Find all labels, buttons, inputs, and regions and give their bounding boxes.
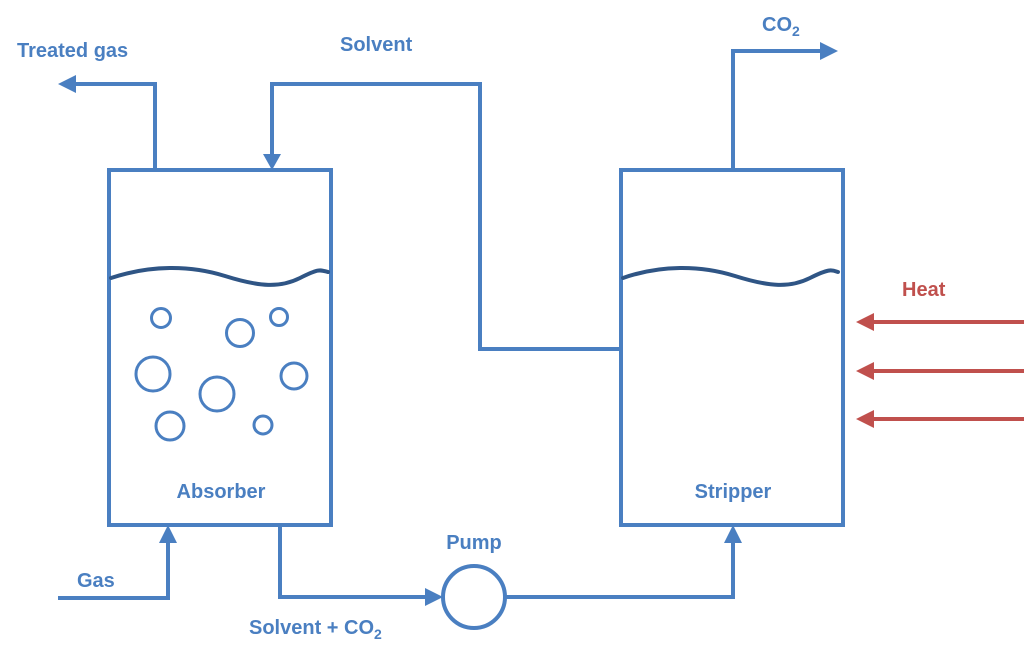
- bubble: [134, 355, 172, 393]
- heat-label: Heat: [902, 279, 946, 301]
- bubble: [269, 307, 289, 327]
- bubble: [225, 318, 255, 348]
- stripper-liquid-surface: [621, 266, 840, 287]
- solvent-co2-label-sub: 2: [374, 626, 382, 642]
- bubble: [252, 414, 274, 436]
- gas-label: Gas: [77, 570, 115, 592]
- pump-icon: [441, 564, 507, 630]
- rich-solvent-line: [278, 525, 426, 599]
- gas-inlet-line: [58, 541, 170, 600]
- bubble: [150, 307, 172, 329]
- rich-solvent-arrow-icon: [425, 588, 443, 606]
- co2-outlet-arrow-icon: [820, 42, 838, 60]
- pump-to-stripper-arrow-icon: [724, 525, 742, 543]
- co2-outlet-label-sub: 2: [792, 23, 800, 39]
- bubble: [154, 410, 186, 442]
- stripper-vessel: [619, 168, 845, 527]
- bubble: [279, 361, 309, 391]
- bubble: [198, 375, 236, 413]
- absorber-liquid-surface: [109, 266, 330, 287]
- gas-inlet-arrow-icon: [159, 525, 177, 543]
- absorber-label: Absorber: [177, 481, 266, 503]
- treated-gas-arrow-icon: [58, 75, 76, 93]
- heat-arrow-icon: [856, 410, 874, 428]
- treated-gas-label: Treated gas: [17, 40, 128, 62]
- co2-outlet-line: [731, 49, 820, 170]
- solvent-label: Solvent: [340, 34, 413, 56]
- heat-arrow-icon: [856, 313, 874, 331]
- co2-outlet-label: CO2: [762, 14, 800, 39]
- solvent-co2-label: Solvent + CO2: [249, 617, 382, 642]
- co2-outlet-label-main: CO: [762, 14, 792, 36]
- pump-label: Pump: [446, 532, 502, 554]
- solvent-return-line: [270, 82, 621, 351]
- solvent-return-arrow-icon: [263, 154, 281, 170]
- pump-to-stripper-line: [505, 541, 735, 599]
- stripper-label: Stripper: [695, 481, 772, 503]
- absorber-vessel: [107, 168, 333, 527]
- solvent-co2-label-main: Solvent + CO: [249, 617, 374, 639]
- heat-arrow-icon: [856, 362, 874, 380]
- treated-gas-line: [76, 82, 157, 170]
